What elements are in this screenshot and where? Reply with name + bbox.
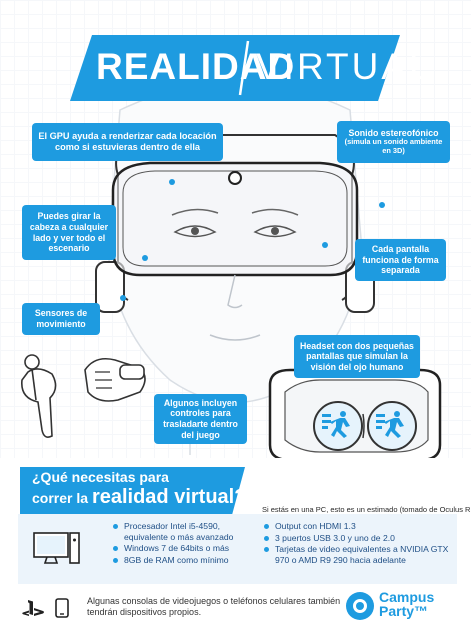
brand-line2: Party™ [379, 603, 429, 619]
callout-sound-main: Sonido estereofónico [348, 127, 439, 138]
headset-visor-inner [122, 170, 348, 267]
left-headphone [95, 261, 125, 313]
requirements-right: Output con HDMI 1.3 3 puertos USB 3.0 y … [264, 521, 454, 566]
callout-head: Puedes girar la cabeza a cualquier lado … [22, 205, 116, 260]
callout-headset: Headset con dos pequeñas pantallas que s… [294, 335, 420, 378]
req-gpu: Tarjetas de video equivalentes a NVIDIA … [264, 544, 454, 565]
pc-estimate-note: Si estás en una PC, esto es un estimado … [262, 505, 471, 514]
campus-party-logo-icon [346, 592, 374, 620]
mouth [209, 334, 261, 341]
brand-line1: Campus [379, 589, 435, 605]
left-eye [173, 225, 217, 238]
callout-sound: Sonido estereofónico (simula un sonido a… [337, 121, 450, 163]
computer-monitor-icon [33, 532, 80, 564]
head-dot [142, 255, 148, 261]
footer-note: Algunas consolas de videojuegos o teléfo… [87, 596, 341, 617]
lens-ui-blocks [322, 414, 385, 429]
eyebrows [171, 208, 299, 216]
hand-controller [84, 357, 146, 402]
callout-controls: Algunos incluyen controles para traslada… [154, 394, 247, 444]
question-line2: correr la realidad virtual? [32, 486, 246, 509]
callout-screens: Cada pantalla funciona de forma separada [355, 239, 446, 281]
req-processor: Procesador Intel i5-4590, equivalente o … [113, 521, 258, 542]
sensor-dot [120, 295, 126, 301]
right-pupil [271, 227, 279, 235]
req-ram: 8GB de RAM como mínimo [113, 555, 258, 566]
req-windows: Windows 7 de 64bits o más [113, 543, 258, 554]
motion-controller-left [21, 354, 57, 438]
question-line1: ¿Qué necesitas para [32, 469, 169, 485]
smartphone-icon [55, 598, 69, 618]
nose [227, 274, 243, 309]
brand-name: Campus Party™ [379, 590, 434, 618]
title-banner [70, 35, 400, 101]
screen-dot [322, 242, 328, 248]
playstation-icon [22, 600, 44, 616]
gpu-dot [169, 179, 175, 185]
requirements-box [18, 514, 457, 584]
sound-dot [379, 202, 385, 208]
question-banner [20, 467, 245, 515]
callout-sound-sub: (simula un sonido ambiente en 3D) [344, 137, 443, 156]
callout-gpu: El GPU ayuda a renderizar cada locación … [32, 123, 223, 161]
running-figure-icon [330, 411, 404, 438]
left-pupil [191, 227, 199, 235]
req-hdmi: Output con HDMI 1.3 [264, 521, 454, 532]
right-eye [253, 225, 297, 238]
req-usb: 3 puertos USB 3.0 y uno de 2.0 [264, 533, 454, 544]
question-line2-prefix: correr la [32, 490, 92, 506]
title-realidad: REALIDAD [96, 46, 296, 87]
requirements-left: Procesador Intel i5-4590, equivalente o … [113, 521, 258, 566]
headset-interior [268, 368, 442, 462]
title-virtual: VIRTUAL [256, 46, 433, 87]
headset-sensor [228, 171, 242, 185]
question-highlight: realidad virtual? [91, 486, 247, 508]
callout-sensors: Sensores de movimiento [22, 303, 100, 335]
